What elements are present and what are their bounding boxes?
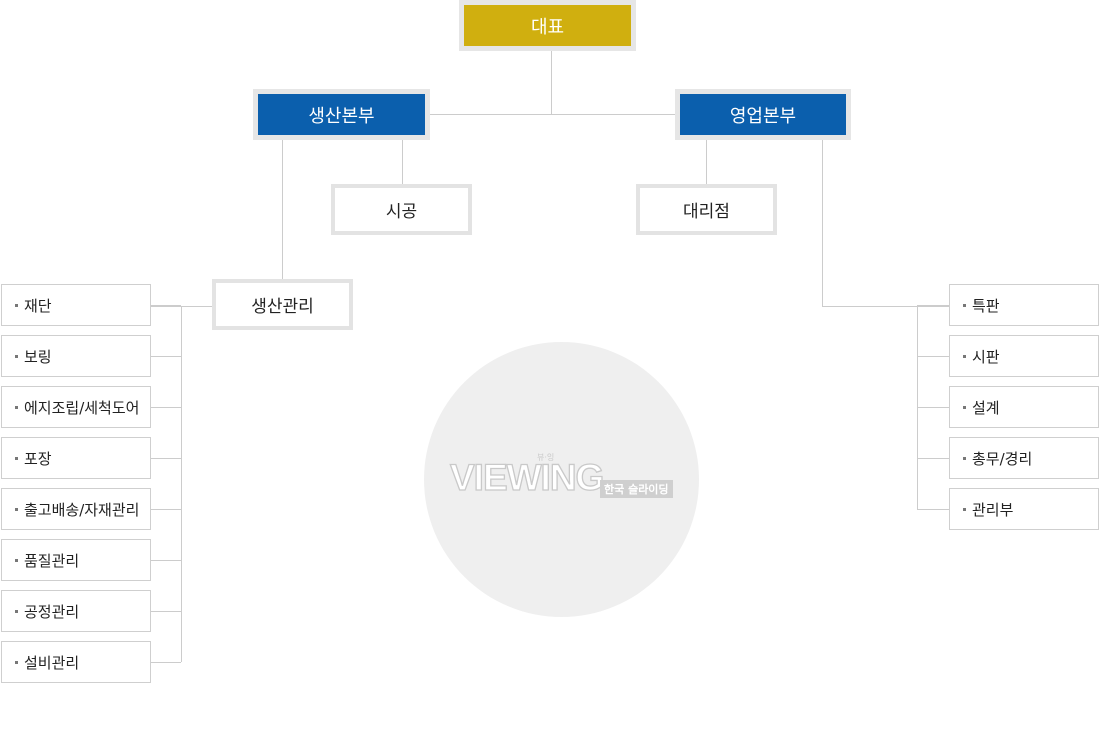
sales-item-label: 총무/경리 (972, 449, 1033, 468)
production-item-label: 설비관리 (24, 653, 80, 672)
connector-production-branch (150, 611, 181, 612)
connector-production-branch (150, 458, 181, 459)
bullet-icon (15, 303, 18, 307)
connector-sales-branch (917, 407, 949, 408)
connector-sales-to-agency (706, 139, 707, 185)
production-item: 공정관리 (1, 590, 151, 632)
production-item-label: 에지조립/세척도어 (24, 398, 140, 417)
connector-sales-branch (917, 356, 949, 357)
connector-hq-horizontal (430, 114, 675, 115)
sales-hq-node: 영업본부 (675, 89, 851, 140)
bullet-icon (15, 456, 18, 460)
production-item: 에지조립/세척도어 (1, 386, 151, 428)
agency-node: 대리점 (636, 184, 777, 235)
bullet-icon (963, 456, 966, 460)
watermark-small-text: 뷰·잉 (537, 453, 555, 462)
production-item: 보링 (1, 335, 151, 377)
construction-node: 시공 (331, 184, 472, 235)
production-item: 출고배송/자재관리 (1, 488, 151, 530)
connector-production-to-construction (402, 139, 403, 185)
sales-item: 특판 (949, 284, 1099, 326)
bullet-icon (15, 354, 18, 358)
connector-production-branch (150, 356, 181, 357)
connector-production-branch (150, 407, 181, 408)
bullet-icon (963, 303, 966, 307)
watermark-tag: 한국 슬라이딩 (600, 480, 673, 498)
sales-item-label: 특판 (972, 296, 1000, 315)
ceo-node: 대표 (459, 0, 636, 51)
sales-item: 총무/경리 (949, 437, 1099, 479)
bullet-icon (963, 354, 966, 358)
connector-sales-branch (917, 458, 949, 459)
sales-item-label: 시판 (972, 347, 1000, 366)
bullet-icon (15, 507, 18, 511)
production-item: 품질관리 (1, 539, 151, 581)
watermark-circle (424, 342, 699, 617)
production-mgmt-node: 생산관리 (212, 279, 353, 330)
connector-sales-down (822, 139, 823, 306)
sales-item: 시판 (949, 335, 1099, 377)
bullet-icon (15, 558, 18, 562)
connector-left-trunk (181, 306, 182, 662)
production-hq-node: 생산본부 (253, 89, 430, 140)
production-item-label: 포장 (24, 449, 52, 468)
production-item-label: 공정관리 (24, 602, 80, 621)
bullet-icon (963, 507, 966, 511)
connector-sales-branch (917, 305, 949, 306)
production-item: 재단 (1, 284, 151, 326)
connector-sales-branch (917, 509, 949, 510)
production-item: 설비관리 (1, 641, 151, 683)
watermark-logo: VIEWING (449, 457, 605, 498)
production-item-label: 품질관리 (24, 551, 80, 570)
bullet-icon (15, 609, 18, 613)
connector-mgmt-horizontal (150, 306, 214, 307)
connector-production-branch (150, 509, 181, 510)
bullet-icon (15, 405, 18, 409)
connector-sales-horizontal (822, 306, 949, 307)
sales-item: 관리부 (949, 488, 1099, 530)
bullet-icon (963, 405, 966, 409)
production-item-label: 출고배송/자재관리 (24, 500, 140, 519)
production-item: 포장 (1, 437, 151, 479)
production-item-label: 재단 (24, 296, 52, 315)
connector-production-branch (150, 560, 181, 561)
connector-production-branch (150, 662, 181, 663)
sales-item-label: 설계 (972, 398, 1000, 417)
sales-item-label: 관리부 (972, 500, 1014, 519)
connector-production-to-mgmt (282, 139, 283, 281)
connector-production-branch (150, 305, 181, 306)
sales-item: 설계 (949, 386, 1099, 428)
bullet-icon (15, 660, 18, 664)
production-item-label: 보링 (24, 347, 52, 366)
connector-ceo-down (551, 50, 552, 115)
